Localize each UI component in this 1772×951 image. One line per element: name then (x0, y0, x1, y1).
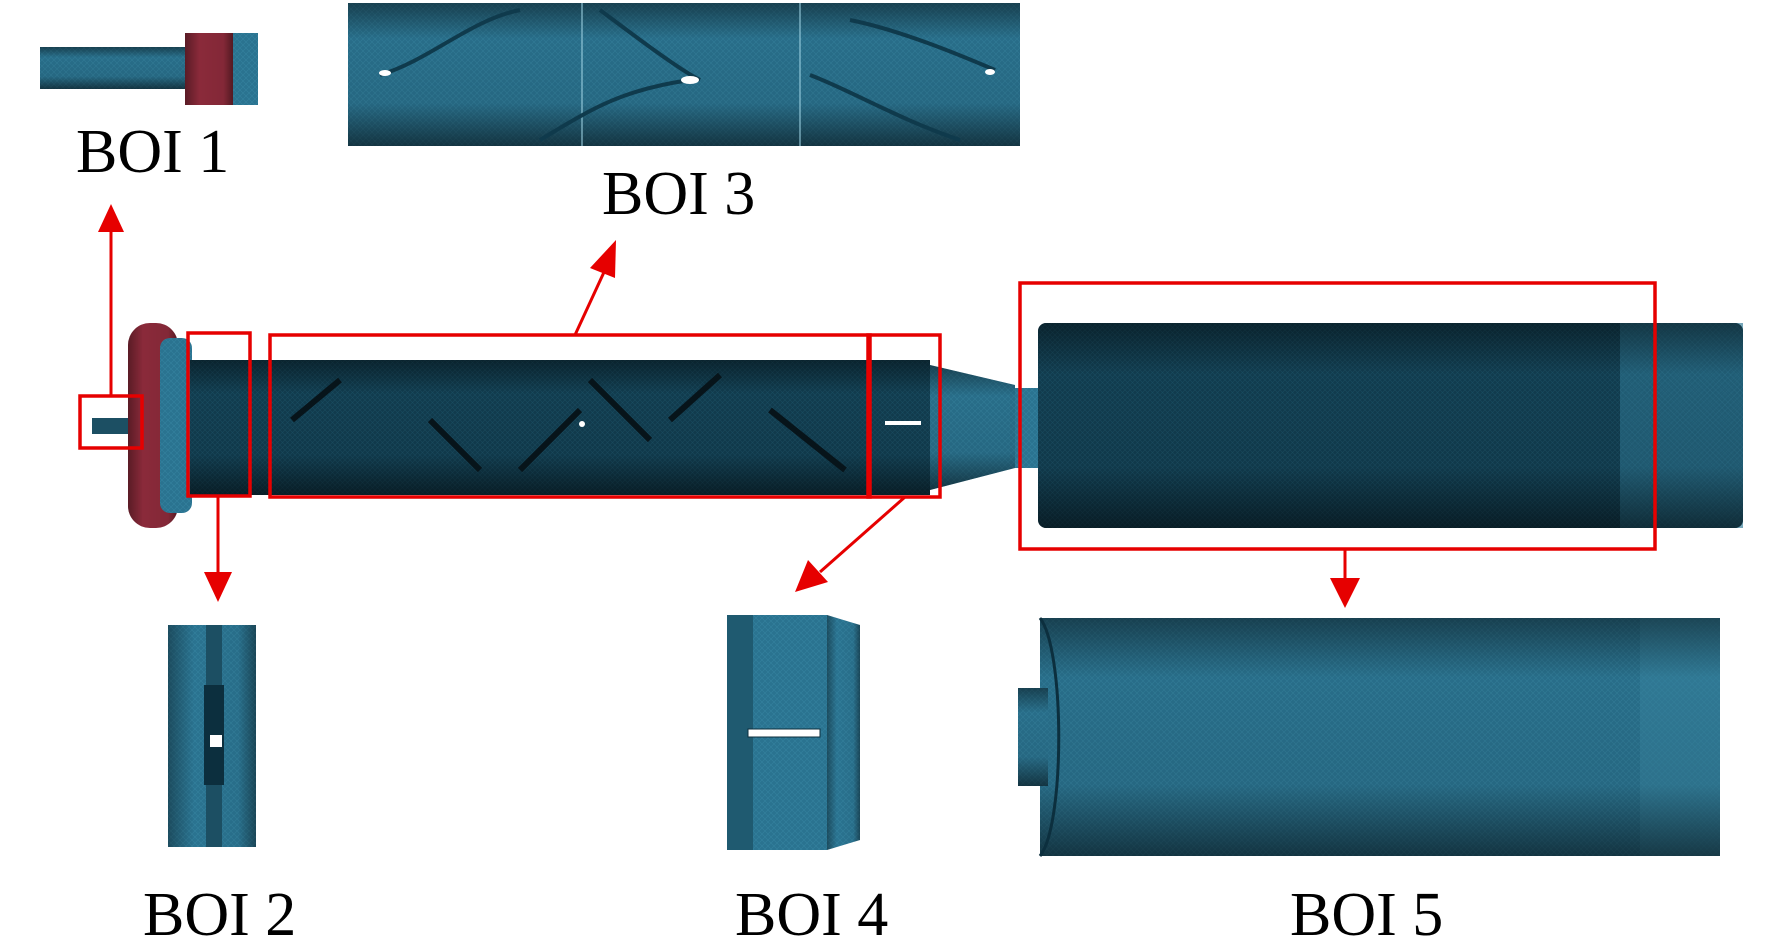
outlet-cylinder (1038, 323, 1743, 528)
arrow-boi4 (819, 495, 906, 574)
label-boi2: BOI 2 (143, 881, 296, 949)
helical-slot-2 (427, 417, 483, 473)
helical-slot-3 (517, 407, 583, 473)
label-boi1: BOI 1 (76, 118, 229, 186)
helical-slot-1 (290, 377, 342, 423)
arrow-boi3 (573, 269, 607, 336)
flange-disk (128, 323, 192, 528)
boi1-detail (40, 33, 258, 105)
boi2-detail (168, 625, 256, 847)
taper-cone (930, 365, 1045, 490)
main-assembly (92, 323, 1743, 528)
boi5-detail (1018, 617, 1720, 857)
slot-bright (885, 421, 921, 425)
helical-slot-5 (667, 372, 723, 423)
label-boi4: BOI 4 (735, 881, 888, 949)
label-boi3: BOI 3 (602, 160, 755, 228)
box-boi3 (268, 333, 872, 499)
helical-slot-6 (768, 407, 847, 473)
arrows (98, 204, 1360, 608)
boi4-detail (727, 615, 860, 850)
box-boi5 (1018, 281, 1657, 551)
highlight-boxes (78, 281, 1657, 551)
label-boi5: BOI 5 (1290, 881, 1443, 949)
main-tube (190, 360, 930, 495)
boi3-detail (348, 3, 1020, 146)
helical-slot-4 (587, 377, 653, 443)
